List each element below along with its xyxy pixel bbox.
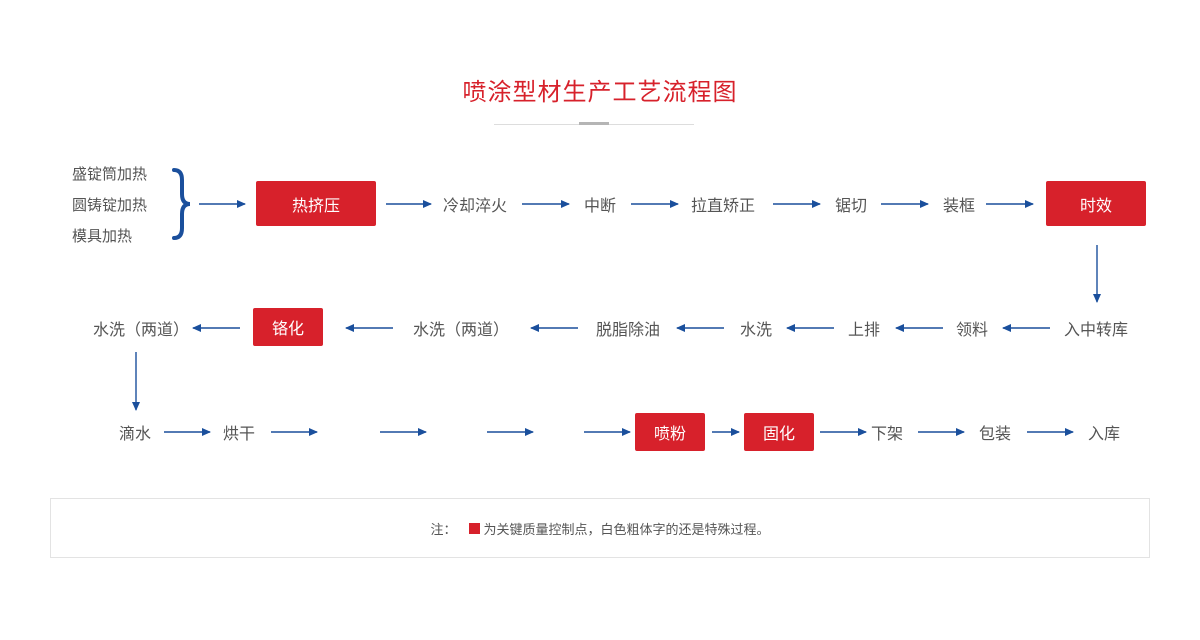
page-title: 喷涂型材生产工艺流程图 bbox=[462, 78, 738, 106]
source-ingot-heating: 圆铸锭加热 bbox=[72, 196, 148, 214]
step-drip: 滴水 bbox=[118, 424, 152, 443]
step-enter-transfer: 入中转库 bbox=[1063, 320, 1129, 339]
source-container-heating: 盛锭筒加热 bbox=[72, 165, 148, 183]
step-wash: 水洗 bbox=[739, 320, 773, 339]
note-text: 为关键质量控制点，白色粗体字的还是特殊过程。 bbox=[483, 522, 770, 538]
step-wash-two-a: 水洗（两道） bbox=[412, 320, 510, 339]
step-unload: 下架 bbox=[870, 424, 904, 443]
title-divider-accent bbox=[579, 122, 609, 125]
step-quench: 冷却淬火 bbox=[442, 196, 508, 215]
step-wash-two-b: 水洗（两道） bbox=[92, 320, 190, 339]
source-die-heating: 模具加热 bbox=[72, 227, 133, 245]
step-hot-extrusion: 热挤压 bbox=[256, 181, 376, 226]
step-straighten: 拉直矫正 bbox=[690, 196, 756, 215]
legend-note-box: 注： 为关键质量控制点，白色粗体字的还是特殊过程。 bbox=[50, 498, 1150, 558]
step-pick-material: 领料 bbox=[955, 320, 989, 339]
note-prefix: 注： bbox=[430, 522, 457, 538]
step-aging: 时效 bbox=[1046, 181, 1146, 226]
step-chromate: 铬化 bbox=[253, 308, 323, 346]
red-square-icon bbox=[468, 522, 480, 534]
step-degrease: 脱脂除油 bbox=[595, 320, 661, 339]
step-frame: 装框 bbox=[942, 196, 976, 215]
step-spray-powder: 喷粉 bbox=[635, 413, 705, 451]
step-cut-middle: 中断 bbox=[583, 196, 617, 215]
step-dry: 烘干 bbox=[222, 424, 256, 443]
legend-note: 注： 为关键质量控制点，白色粗体字的还是特殊过程。 bbox=[51, 499, 1149, 557]
step-store: 入库 bbox=[1087, 424, 1121, 443]
step-pack: 包装 bbox=[978, 424, 1012, 443]
step-rack: 上排 bbox=[847, 320, 881, 339]
step-cure: 固化 bbox=[744, 413, 814, 451]
step-saw: 锯切 bbox=[834, 196, 868, 215]
source-brace bbox=[172, 168, 191, 240]
